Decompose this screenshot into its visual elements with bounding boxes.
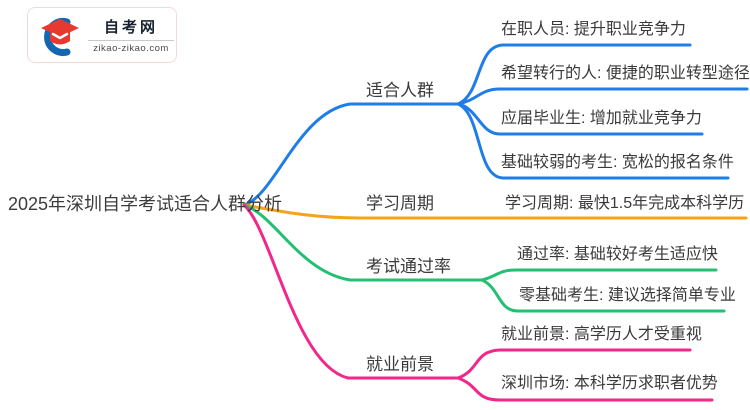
connector-branch-suitable-people: [242, 102, 460, 207]
central-topic: 2025年深圳自学考试适合人群分析: [8, 194, 283, 214]
leaf-zero-foundation: 零基础考生: 建议选择简单专业: [519, 287, 736, 304]
site-logo: 自考网 zikao-zikao.com: [27, 7, 177, 63]
leaf-employment-outlook: 就业前景: 高学历人才受重视: [501, 326, 702, 343]
connector-leaf-working: [456, 43, 692, 106]
branch-label-pass-rate: 考试通过率: [366, 257, 451, 276]
connector-leaf-employment: [456, 348, 692, 380]
branch-label-study-cycle: 学习周期: [366, 194, 434, 213]
graduation-cap-logo-icon: [41, 18, 79, 56]
connector-leaf-zero-foundation: [480, 278, 726, 313]
connector-branch-employment: [242, 203, 460, 380]
branch-label-suitable-people: 适合人群: [366, 81, 434, 100]
leaf-study-cycle: 学习周期: 最快1.5年完成本科学历: [505, 195, 745, 212]
connector-leaf-weak-foundation: [456, 102, 730, 180]
branch-label-employment: 就业前景: [366, 355, 434, 374]
leaf-weak-foundation: 基础较弱的考生: 宽松的报名条件: [501, 154, 734, 171]
connector-branch-pass-rate: [242, 203, 484, 282]
connector-leaf-pass-rate: [480, 268, 718, 282]
connector-leaf-career-change: [456, 87, 749, 106]
logo-site-name: 自考网: [103, 19, 158, 36]
connector-branch-study-cycle: [242, 203, 748, 220]
leaf-career-changers: 希望转行的人: 便捷的职业转型途径: [501, 65, 750, 82]
connector-leaf-shenzhen-market: [456, 376, 714, 402]
leaf-working-people: 在职人员: 提升职业竞争力: [501, 21, 686, 38]
leaf-shenzhen-market: 深圳市场: 本科学历求职者优势: [501, 375, 718, 392]
leaf-pass-rate: 通过率: 基础较好考生适应快: [517, 246, 718, 263]
connector-leaf-graduates: [456, 102, 704, 136]
logo-domain-text: zikao-zikao.com: [93, 43, 169, 54]
logo-divider: [88, 40, 174, 41]
leaf-fresh-graduates: 应届毕业生: 增加就业竞争力: [501, 110, 702, 127]
